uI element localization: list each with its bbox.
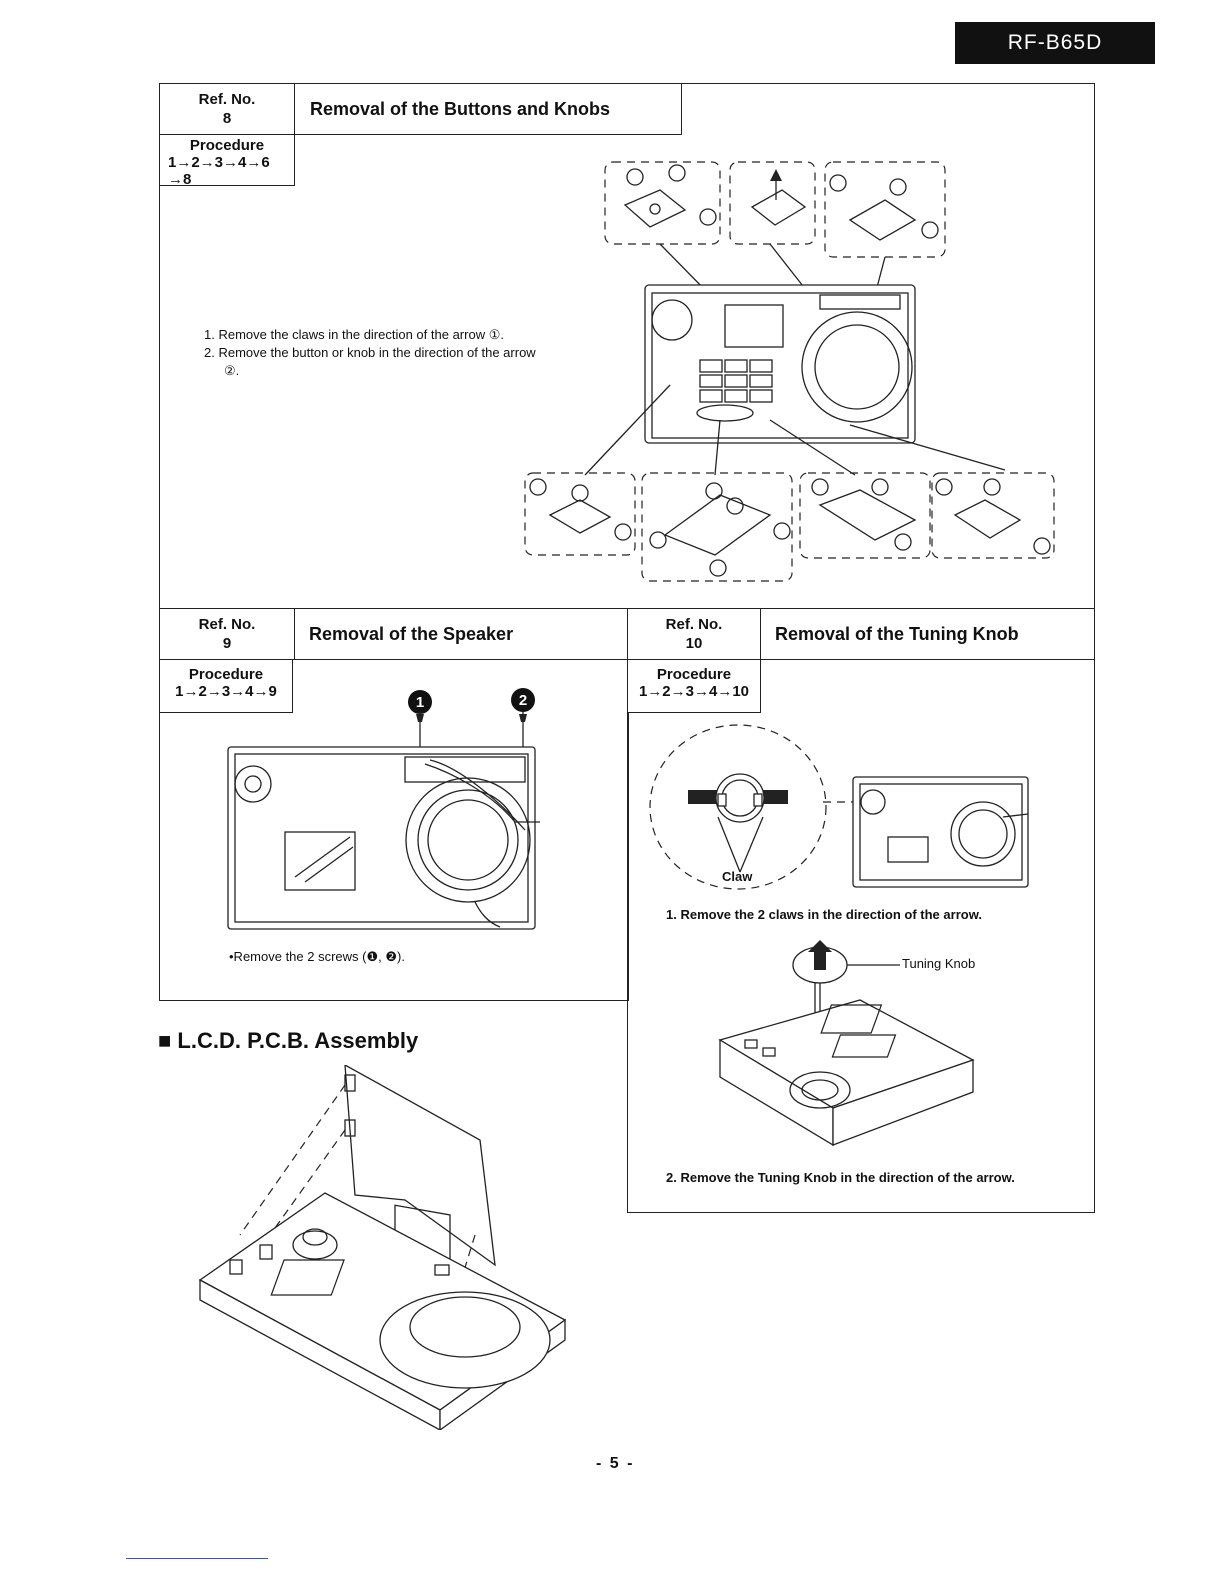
lcd-pcb-assembly-title: ■ L.C.D. P.C.B. Assembly xyxy=(158,1028,419,1053)
section-10-step-1: 1. Remove the 2 claws in the direction o… xyxy=(666,907,982,922)
section-8-ref-number: 8 xyxy=(222,110,232,127)
section-8-procedure-box: Procedure 1→2→3→4→6 →8 xyxy=(159,134,295,188)
screw-1-number: 1 xyxy=(415,693,425,711)
speaker-removal-diagram xyxy=(227,712,540,930)
section-10-procedure-label: Procedure xyxy=(656,666,732,683)
section-8-procedure-label: Procedure xyxy=(189,137,265,154)
section-8-step-2-cont: ②. xyxy=(224,363,240,378)
section-10-title: Removal of the Tuning Knob xyxy=(775,623,1019,644)
section-8-procedure-line1: 1→2→3→4→6 xyxy=(168,154,270,171)
section-8-title: Removal of the Buttons and Knobs xyxy=(310,98,611,119)
screw-2-number: 2 xyxy=(518,691,528,709)
section-8-procedure-line2: →8 xyxy=(168,171,192,188)
screw-1-marker: 1 xyxy=(408,690,432,714)
section-10-ref-number: 10 xyxy=(685,635,703,652)
section-8-step-1: 1. Remove the claws in the direction of … xyxy=(204,327,504,342)
footer-rule xyxy=(126,1558,268,1559)
section-9-procedure-box: Procedure 1→2→3→4→9 xyxy=(159,659,293,713)
section-10-procedure-box: Procedure 1→2→3→4→10 xyxy=(627,659,761,713)
section-9-title: Removal of the Speaker xyxy=(309,623,514,644)
section-8-ref-box: Ref. No. 8 xyxy=(159,83,295,135)
section-10-step-2: 2. Remove the Tuning Knob in the directi… xyxy=(666,1170,1015,1185)
screw-2-marker: 2 xyxy=(511,688,535,712)
section-8-title-box: Removal of the Buttons and Knobs xyxy=(294,83,682,135)
button-grid xyxy=(696,294,901,422)
tuning-knob-label: Tuning Knob xyxy=(902,956,976,971)
page-number: - 5 - xyxy=(596,1455,635,1472)
section-10-ref-box: Ref. No. 10 xyxy=(627,608,761,660)
tuning-knob-removal-diagram xyxy=(718,940,975,1147)
section-9-ref-number: 9 xyxy=(222,635,232,652)
section-9-note: •Remove the 2 screws (❶, ❷). xyxy=(229,949,405,964)
claw-label: Claw xyxy=(722,869,753,884)
section-8-step-2: 2. Remove the button or knob in the dire… xyxy=(204,345,536,360)
section-10-procedure: 1→2→3→4→10 xyxy=(638,683,750,700)
section-9-ref-label: Ref. No. xyxy=(198,616,256,633)
section-9-ref-box: Ref. No. 9 xyxy=(159,608,295,660)
section-8-ref-label: Ref. No. xyxy=(198,91,256,108)
lcd-pcb-assembly-diagram xyxy=(198,1065,567,1430)
section-8-steps: 1. Remove the claws in the direction of … xyxy=(204,326,604,380)
model-badge: RF-B65D xyxy=(955,22,1155,64)
buttons-knobs-diagram xyxy=(524,161,1055,582)
section-9-procedure: 1→2→3→4→9 xyxy=(175,683,277,700)
section-10-ref-label: Ref. No. xyxy=(665,616,723,633)
section-9-procedure-label: Procedure xyxy=(188,666,264,683)
section-10-title-box: Removal of the Tuning Knob xyxy=(760,608,1095,660)
section-9-title-box: Removal of the Speaker xyxy=(294,608,629,660)
tuning-knob-claw-diagram xyxy=(649,724,1029,890)
